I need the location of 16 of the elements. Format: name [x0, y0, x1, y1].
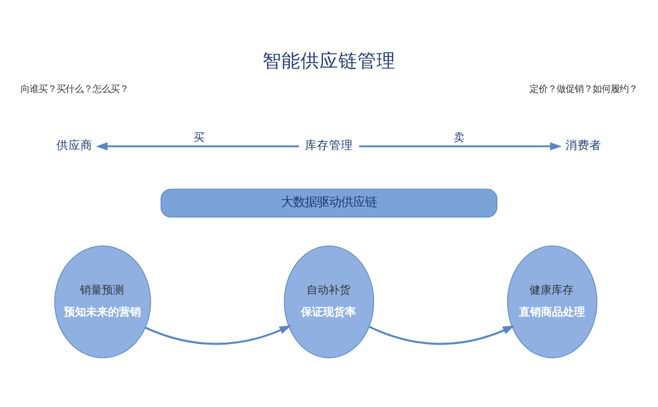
edge-label: 卖 [454, 131, 465, 144]
arrow [359, 142, 562, 150]
label: 向谁买？买什么？怎么买？ [20, 84, 129, 95]
arrow [368, 326, 515, 345]
label: 定价？做促销？如何履约？ [529, 84, 638, 95]
node-ellipse: 自动补货 保证现货率 [284, 246, 374, 358]
edge-label: 买 [193, 131, 204, 144]
arrow [96, 142, 299, 150]
node-box: 大数据驱动供应链 [160, 188, 498, 218]
node-ellipse: 销量预测 预知未来的营销 [54, 246, 152, 358]
node-text: 消费者 [565, 138, 602, 152]
diagram-title: 智能供应链管理 [262, 51, 396, 72]
node-text: 供应商 [56, 138, 93, 152]
node-ellipse: 健康库存 直销商品处理 [507, 246, 598, 358]
arrow [145, 325, 292, 345]
node-text: 库存管理 [305, 138, 353, 152]
